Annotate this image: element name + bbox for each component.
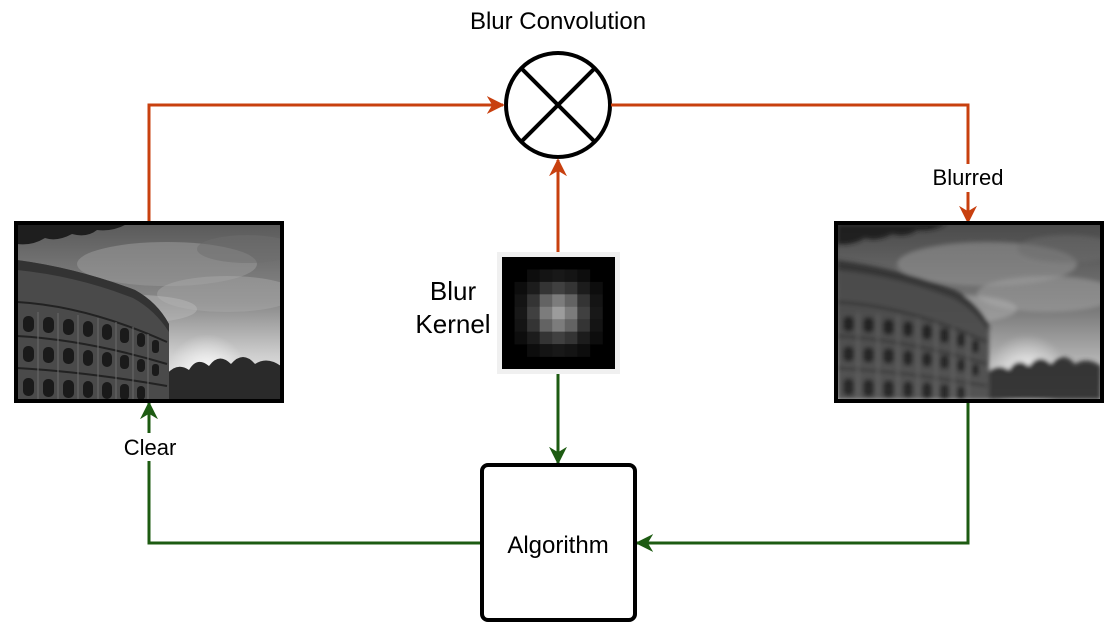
blurred-image <box>834 221 1104 403</box>
diagram-title: Blur Convolution <box>470 8 646 35</box>
kernel-cells <box>514 269 603 357</box>
circled-times-icon <box>504 51 612 159</box>
arrow-algorithm-to-clear <box>140 401 482 545</box>
kernel-cell <box>527 269 540 283</box>
kernel-cell <box>552 306 566 320</box>
kernel-cell <box>577 294 591 308</box>
kernel-cell <box>589 319 603 332</box>
arrow-clear-to-convolution <box>147 96 505 222</box>
kernel-cell <box>514 331 528 345</box>
kernel-cell <box>564 281 578 295</box>
kernel-cell <box>577 281 591 295</box>
kernel-cell <box>564 344 578 357</box>
kernel-cell <box>539 331 553 345</box>
kernel-cell <box>552 294 566 308</box>
kernel-cell <box>539 319 553 332</box>
kernel-cell <box>577 331 591 345</box>
kernel-cell <box>514 281 528 295</box>
kernel-cell <box>564 306 578 320</box>
kernel-cell <box>539 344 553 357</box>
kernel-cell <box>539 269 553 283</box>
algorithm-label: Algorithm <box>507 532 608 559</box>
kernel-cell <box>577 319 591 332</box>
kernel-cell <box>564 294 578 308</box>
kernel-cell <box>589 331 603 345</box>
kernel-cell <box>564 319 578 332</box>
kernel-cell <box>589 294 603 308</box>
kernel-cell <box>552 344 566 357</box>
algorithm-box: Algorithm <box>480 463 637 622</box>
kernel-cell <box>527 306 540 320</box>
clear-label: Clear <box>124 435 177 460</box>
kernel-cell <box>552 319 566 332</box>
kernel-cell <box>539 294 553 308</box>
kernel-cell <box>539 306 553 320</box>
kernel-cell <box>589 281 603 295</box>
kernel-cell <box>527 319 540 332</box>
kernel-cell <box>539 281 553 295</box>
kernel-cell <box>552 269 566 283</box>
kernel-cell <box>527 281 540 295</box>
kernel-cell <box>552 281 566 295</box>
kernel-cell <box>577 269 591 283</box>
kernel-cell <box>552 331 566 345</box>
kernel-cell <box>589 306 603 320</box>
kernel-cell <box>577 306 591 320</box>
clear-image <box>14 221 284 403</box>
kernel-cell <box>527 294 540 308</box>
kernel-cell <box>514 319 528 332</box>
blur-kernel <box>497 252 620 374</box>
arrow-convolution-to-blurred <box>611 103 977 224</box>
kernel-cell <box>514 294 528 308</box>
arrow-blurred-to-algorithm <box>635 402 970 552</box>
kernel-label-line1: Blur <box>430 276 477 306</box>
kernel-cell <box>514 306 528 320</box>
blurred-label: Blurred <box>933 165 1004 190</box>
kernel-label-line2: Kernel <box>415 309 490 339</box>
kernel-cell <box>527 344 540 357</box>
kernel-cell <box>564 269 578 283</box>
kernel-cell <box>527 331 540 345</box>
kernel-cell <box>577 344 591 357</box>
kernel-cell <box>564 331 578 345</box>
